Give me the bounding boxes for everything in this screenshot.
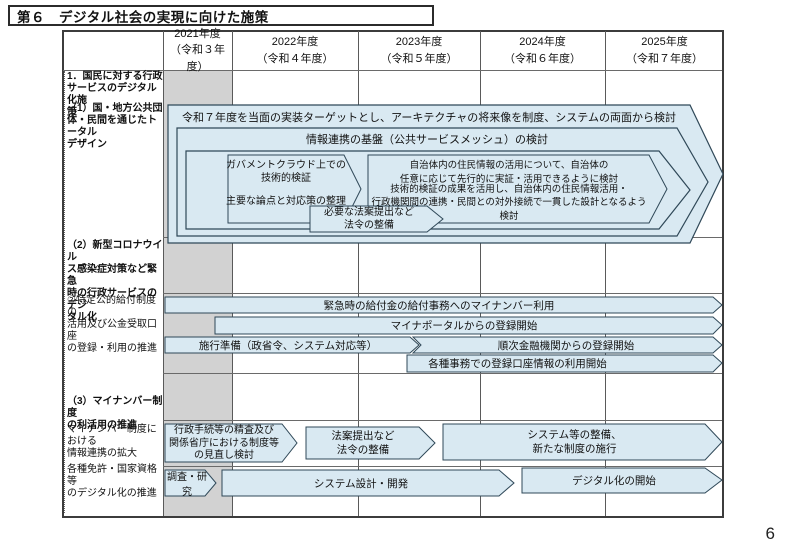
header-divider — [63, 70, 722, 71]
page-title: 第６ デジタル社会の実現に向けた施策 — [8, 5, 434, 26]
row-divider — [163, 373, 722, 374]
row-label-licenses: 各種免許・国家資格等 のデジタル化の推進 — [67, 464, 157, 499]
procedure-review-text: 行政手続等の精査及び 関係省庁における制度等 の見直し検討 — [169, 425, 279, 462]
enforcement-prep-text: 施行準備（政省令、システム対応等） — [198, 339, 378, 352]
service-mesh-text: 情報連携の基盤（公共サービスメッシュ）の検討 — [306, 134, 548, 146]
row-label-covid-digital: （2）新型コロナウイル ス感染症対策など緊急 時の行政サービスのデジ タル化 — [67, 240, 163, 323]
resident-info-text-1: 自治体内の住民情報の活用について、自治体の 任意に応じて先行的に実証・活用できる… — [399, 160, 619, 185]
era-label: （令和３年度） — [170, 44, 225, 73]
column-divider — [232, 31, 233, 516]
page-number: 6 — [765, 524, 775, 543]
page-title-text: 第６ デジタル社会の実現に向けた施策 — [17, 9, 269, 25]
year-label: 2024年度 — [519, 36, 566, 48]
row-label-mynumber-section: （3）マイナンバー制度 の利活用の推進 — [67, 396, 163, 431]
emergency-mynumber-text: 緊急時の給付金の給付事務へのマイナンバー利用 — [323, 299, 555, 312]
system-design-dev-text: システム設計・開発 — [313, 477, 409, 490]
column-divider — [605, 31, 606, 516]
gov-cloud-text: ガバメントクラウド上での 技術的検証 — [226, 159, 346, 185]
timeline-table-frame — [62, 30, 724, 518]
row-label-total-design: （1）国・地方公共団 体・民間を通じたトータル デザイン — [67, 103, 163, 150]
era-label: （令和７年度） — [626, 52, 703, 65]
column-divider — [358, 31, 359, 516]
year-label: 2022年度 — [271, 36, 319, 48]
resident-info-text-2: 技術的検証の成果を活用し、自治体内の住民情報活用・ 行政機関間の連携・民間との対… — [371, 184, 647, 222]
mynaportal-text: マイナポータルからの登録開始 — [390, 320, 538, 332]
year-header-2022: 2022年度 （令和４年度） — [232, 31, 358, 70]
year-header-2024: 2024年度 （令和６年度） — [480, 31, 605, 70]
year-label: 2023年度 — [395, 36, 443, 48]
account-use-text: 各種事務での登録口座情報の利用開始 — [428, 358, 607, 370]
era-label: （令和５年度） — [380, 52, 458, 65]
label-dotted-guide — [64, 71, 65, 513]
system-new-regime-text: システム等の整備、 新たな制度の施行 — [527, 429, 622, 455]
bank-registration-text: 順次金融機関からの登録開始 — [497, 339, 635, 352]
row-divider — [163, 293, 722, 294]
digitalization-start-text: デジタル化の開始 — [572, 475, 656, 487]
row-label-section1: 1．国民に対する行政 サービスのデジタル化施 策 — [67, 71, 163, 118]
issues-text: 主要な論点と対応策の整理 — [226, 195, 346, 207]
row-divider — [163, 466, 722, 467]
era-label: （令和４年度） — [256, 52, 334, 65]
overall-target-text: 令和７年度を当面の実装ターゲットとし、アーキテクチャの将来像を制度、システムの両… — [182, 112, 676, 124]
era-label: （令和６年度） — [504, 52, 581, 65]
year-header-2025: 2025年度 （令和７年度） — [605, 31, 724, 70]
year-label: 2021年度 — [174, 27, 221, 40]
year-header-2021: 2021年度 （令和３年度） — [163, 28, 232, 73]
column-divider — [163, 31, 164, 516]
research-text: 調査・研究 — [167, 472, 207, 498]
row-divider — [163, 237, 722, 238]
row-divider — [163, 420, 722, 421]
column-divider — [480, 31, 481, 516]
bill-submission-text: 法案提出など 法令の整備 — [331, 429, 395, 456]
year-label: 2025年度 — [641, 36, 688, 48]
row-label-public-benefit: ②特定公的給付制度の 活用及び公金受取口座 の登録・利用の推進 — [67, 295, 157, 354]
year-header-2023: 2023年度 （令和５年度） — [358, 31, 480, 70]
legislation-text: 必要な法案提出など 法令の整備 — [324, 207, 414, 231]
row-label-info-linkage: マイナンバー制度における 情報連携の拡大 — [67, 424, 157, 459]
